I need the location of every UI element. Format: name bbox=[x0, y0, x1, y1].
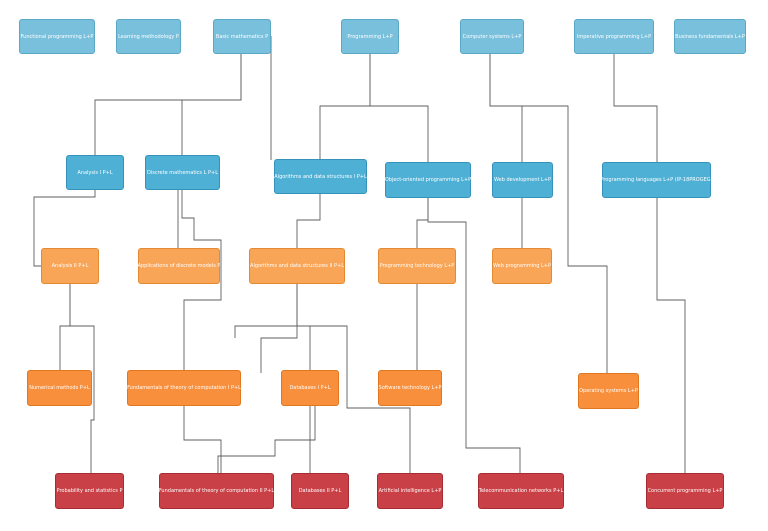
connector-line bbox=[59, 284, 71, 370]
course-node-probability-statistics[interactable]: Probability and statistics P bbox=[55, 473, 124, 509]
course-node-discrete-mathematics[interactable]: Discrete mathematics L P+L bbox=[145, 155, 220, 190]
course-node-numerical-methods[interactable]: Numerical methods P+L bbox=[27, 370, 92, 406]
course-node-concurrent-programming[interactable]: Concurrent programming L+P bbox=[646, 473, 724, 509]
connector-line bbox=[33, 190, 96, 267]
course-node-fundamentals-theory-computation-2[interactable]: Fundamentals of theory of computation II… bbox=[159, 473, 274, 509]
course-node-databases-2[interactable]: Databases II P+L bbox=[291, 473, 349, 509]
course-node-imperative-programming[interactable]: Imperative programming L+P bbox=[574, 19, 654, 54]
connector-line bbox=[427, 198, 521, 473]
connector-line bbox=[656, 198, 686, 473]
course-node-programming-technology[interactable]: Programming technology L+P bbox=[378, 248, 456, 284]
course-node-applications-of-discrete-models[interactable]: Applications of discrete models P bbox=[138, 248, 220, 284]
course-node-fundamentals-theory-computation-1[interactable]: Fundamentals of theory of computation I … bbox=[127, 370, 241, 406]
connector-line bbox=[183, 406, 222, 473]
connector-line bbox=[489, 54, 523, 162]
course-node-operating-systems[interactable]: Operating systems L+P bbox=[578, 373, 639, 409]
connector-line bbox=[260, 284, 298, 373]
course-node-software-technology[interactable]: Software technology L+P bbox=[378, 370, 442, 406]
course-node-artificial-intelligence[interactable]: Artificial intelligence L+P bbox=[377, 473, 443, 509]
connector-line bbox=[416, 198, 429, 248]
connector-line bbox=[181, 54, 242, 156]
course-node-computer-systems[interactable]: Computer systems L+P bbox=[460, 19, 524, 54]
course-node-databases-1[interactable]: Databases I P+L bbox=[281, 370, 339, 406]
course-node-web-development[interactable]: Web development L+P bbox=[492, 162, 553, 198]
connector-line bbox=[296, 284, 311, 370]
course-node-web-programming[interactable]: Web programming L+P bbox=[492, 248, 552, 284]
course-node-object-oriented-programming[interactable]: Object-oriented programming L+P bbox=[385, 162, 471, 198]
course-node-basic-mathematics[interactable]: Basic mathematics P bbox=[213, 19, 271, 54]
connector-line bbox=[94, 54, 242, 156]
connector-line bbox=[369, 54, 429, 162]
course-node-algorithms-data-structures-2[interactable]: Algorithms and data structures II P+L bbox=[249, 248, 345, 284]
course-node-business-fundamentals[interactable]: Business fundamentals L+P bbox=[674, 19, 746, 54]
connector-line bbox=[319, 54, 371, 160]
connector-line bbox=[296, 194, 321, 248]
connector-line bbox=[69, 284, 95, 473]
connector-line bbox=[217, 406, 316, 473]
course-node-functional-programming[interactable]: Functional programming L+P bbox=[19, 19, 95, 54]
course-node-programming[interactable]: Programming L+P bbox=[341, 19, 399, 54]
course-node-programming-languages[interactable]: Programming languages L+P (IP-18PROGEG) bbox=[600, 162, 713, 198]
connector-line bbox=[181, 190, 222, 373]
connector-line bbox=[613, 54, 658, 162]
connector-line bbox=[489, 54, 608, 373]
connector-line bbox=[234, 284, 298, 338]
course-node-telecommunication-networks[interactable]: Telecommunication networks P+L bbox=[478, 473, 564, 509]
course-node-algorithms-data-structures-1[interactable]: Algorithms and data structures I P+L bbox=[274, 159, 367, 194]
course-node-learning-methodology[interactable]: Learning methodology P bbox=[116, 19, 181, 54]
course-node-analysis-1[interactable]: Analysis I P+L bbox=[66, 155, 124, 190]
course-node-analysis-2[interactable]: Analysis II P+L bbox=[41, 248, 99, 284]
